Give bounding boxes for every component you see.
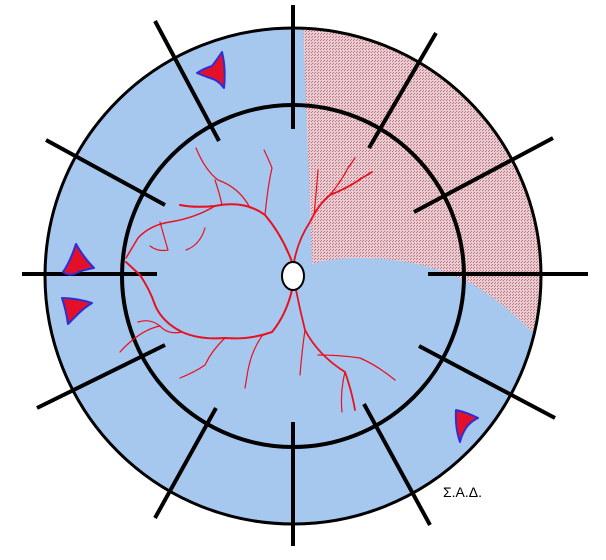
retinal-tear-icon	[61, 297, 93, 325]
optic-disc	[281, 261, 305, 291]
equator-circle	[120, 103, 466, 449]
ora-serrata-circle	[43, 26, 543, 526]
retinal-vessels	[119, 147, 396, 413]
retinal-tear-icon	[62, 243, 95, 276]
retinal-tear-icon	[196, 51, 226, 89]
author-signature: Σ.Α.Δ.	[443, 484, 483, 500]
retinal-tear-icon	[454, 409, 479, 443]
